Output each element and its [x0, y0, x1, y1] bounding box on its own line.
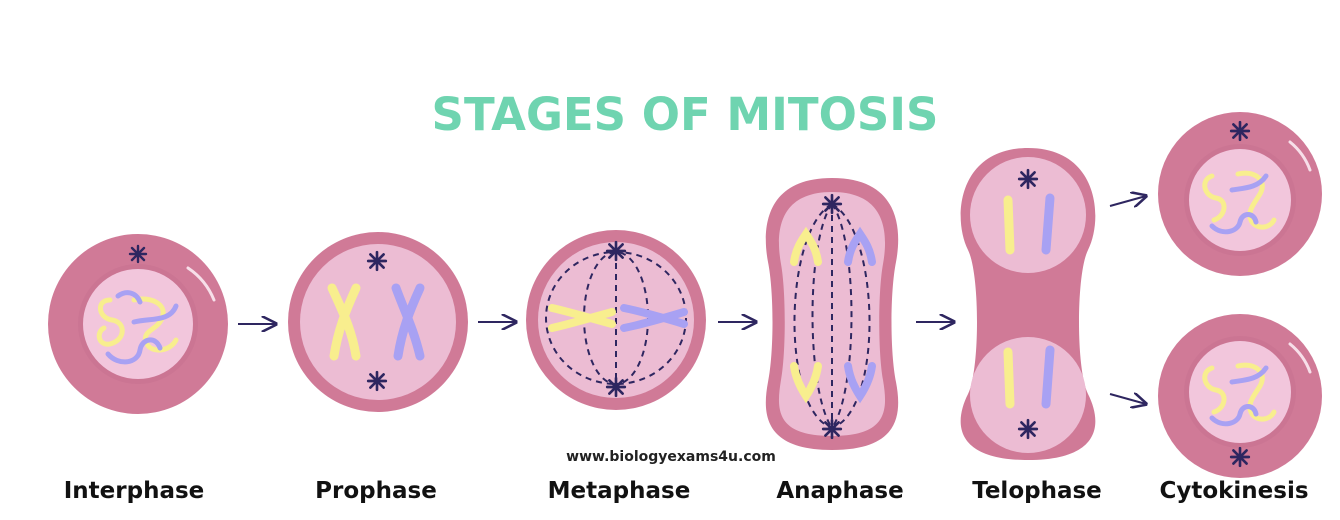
- cytokinesis-daughter-cell-bottom: [1158, 314, 1322, 478]
- prophase-chromosomes: [327, 283, 425, 361]
- centrosome-icon: [1229, 120, 1251, 142]
- centrosome-icon: [821, 418, 843, 440]
- metaphase-cell: [526, 230, 706, 410]
- telophase-cell: [960, 148, 1096, 460]
- interphase-chromatin: [96, 290, 179, 365]
- centrosome-icon: [605, 240, 627, 262]
- stage-label-prophase: Prophase: [315, 478, 437, 504]
- stage-label-interphase: Interphase: [64, 478, 205, 504]
- centrosome-icon: [1017, 168, 1039, 190]
- stage-label-metaphase: Metaphase: [548, 478, 691, 504]
- prophase-cell: [288, 232, 468, 412]
- centrosome-icon: [821, 193, 843, 215]
- centrosome-icon: [605, 376, 627, 398]
- spindle-fibers: [793, 203, 871, 429]
- stage-label-anaphase: Anaphase: [776, 478, 903, 504]
- centrosome-icon: [1229, 446, 1251, 468]
- centrosome-icon: [366, 370, 388, 392]
- centrosome-icon: [366, 250, 388, 272]
- arrow-icon: [1109, 394, 1146, 404]
- telophase-chromosomes: [1003, 193, 1055, 409]
- anaphase-chromosomes: [790, 226, 876, 404]
- diagram-title: STAGES OF MITOSIS: [432, 88, 939, 141]
- centrosome-icon: [1017, 418, 1039, 440]
- metaphase-chromosomes: [548, 304, 688, 332]
- centrosome-icon: [128, 244, 148, 264]
- anaphase-cell: [765, 178, 899, 450]
- interphase-cell: [48, 234, 228, 414]
- arrow-icon: [1109, 196, 1146, 206]
- cytokinesis-daughter-cell-top: [1158, 112, 1322, 276]
- stage-label-cytokinesis: Cytokinesis: [1159, 478, 1308, 504]
- watermark: www.biologyexams4u.com: [566, 449, 776, 465]
- stage-label-telophase: Telophase: [972, 478, 1102, 504]
